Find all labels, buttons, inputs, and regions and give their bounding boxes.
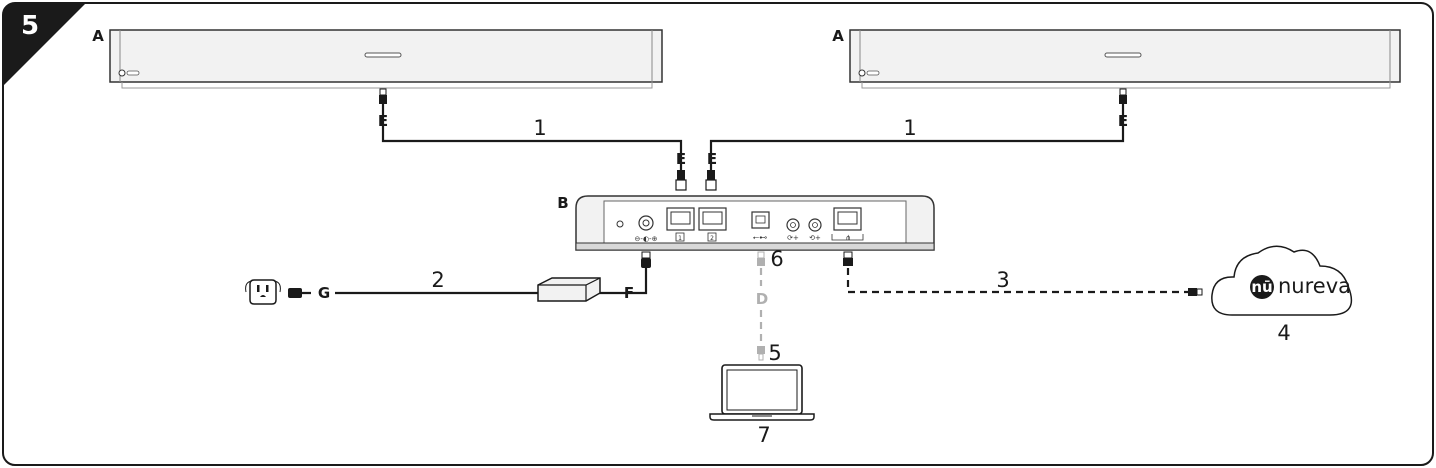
label-speaker-right: A xyxy=(832,27,844,45)
nureva-logo-mark: nū xyxy=(1251,278,1272,296)
label-usb-cable: D xyxy=(756,290,768,308)
step-number: 5 xyxy=(21,11,39,41)
label-power-wall-end: G xyxy=(318,284,330,302)
power-cable xyxy=(288,251,651,298)
hub-box: ⊖-◐-⊕ 1 2 ⭠⊷ ⟳+ ⟲+ ⋔ xyxy=(575,195,935,251)
power-adapter xyxy=(537,277,601,302)
label-power-hub-end: F xyxy=(624,284,634,302)
callout-usb-laptop-end: 5 xyxy=(768,341,781,365)
callout-cloud: 4 xyxy=(1277,321,1290,345)
usb-cable xyxy=(757,251,765,361)
callout-laptop: 7 xyxy=(757,423,770,447)
callout-network-cable: 3 xyxy=(996,268,1009,292)
laptop-icon xyxy=(709,364,815,421)
label-conn-speaker-left: E xyxy=(378,112,388,130)
speaker-left xyxy=(109,29,663,89)
cable-right xyxy=(705,88,1127,191)
callout-cable-left: 1 xyxy=(533,116,546,140)
cable-left xyxy=(379,88,687,191)
svg-text:⟲+: ⟲+ xyxy=(809,234,821,242)
hub-port1-label: 1 xyxy=(678,235,682,242)
callout-usb-hub-end: 6 xyxy=(770,247,783,271)
speaker-right xyxy=(849,29,1401,89)
label-conn-speaker-right: E xyxy=(1118,112,1128,130)
network-cable xyxy=(843,251,1203,296)
callout-cable-right: 1 xyxy=(903,116,916,140)
svg-text:⭠⊷: ⭠⊷ xyxy=(753,233,767,242)
label-speaker-left: A xyxy=(92,27,104,45)
label-conn-hub-port1: E xyxy=(676,150,686,168)
cloud-brand: nureva xyxy=(1278,274,1351,298)
svg-text:⋔: ⋔ xyxy=(845,234,851,242)
svg-text:⊖-◐-⊕: ⊖-◐-⊕ xyxy=(635,235,658,243)
svg-text:⟳+: ⟳+ xyxy=(787,234,799,242)
hub-port2-label: 2 xyxy=(710,235,714,242)
label-conn-hub-port2: E xyxy=(707,150,717,168)
nureva-logo: nū nureva xyxy=(1250,274,1351,299)
step-badge xyxy=(3,3,86,86)
callout-power-cable: 2 xyxy=(431,268,444,292)
cloud-icon xyxy=(1211,245,1353,316)
wall-outlet-icon xyxy=(245,279,281,305)
label-hub: B xyxy=(557,194,568,212)
